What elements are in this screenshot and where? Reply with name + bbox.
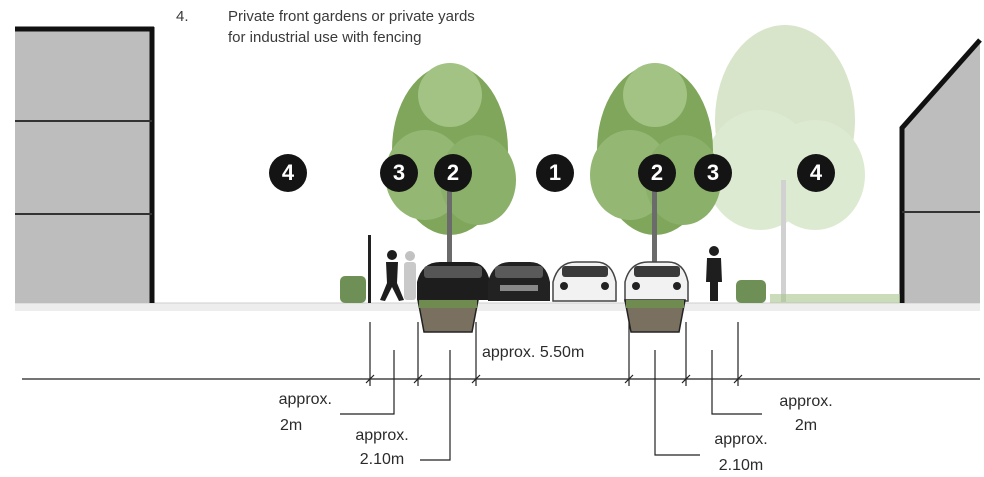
left-tree-label-2: 2.10m	[359, 451, 405, 468]
zone-badge-3-left: 3	[380, 154, 418, 192]
right-shrubs	[770, 294, 900, 303]
left-street-tree	[385, 63, 516, 295]
zone-badge-3-right: 3	[694, 154, 732, 192]
legend-number: 4.	[176, 8, 189, 25]
right-sidewalk-label-1: approx.	[779, 393, 833, 410]
right-street-tree	[590, 63, 721, 295]
legend-line-2: for industrial use with fencing	[228, 29, 422, 46]
pedestrian-ghost	[404, 251, 416, 300]
zone-badge-4-right: 4	[797, 154, 835, 192]
left-sidewalk-label-1: approx.	[278, 391, 332, 408]
pedestrian-standing	[706, 246, 722, 301]
car-white-middle	[552, 261, 617, 302]
dimension-leaders	[340, 350, 762, 461]
ground-strip	[15, 303, 980, 311]
right-hedge	[736, 280, 766, 303]
zone-badge-1: 1	[536, 154, 574, 192]
pedestrian-walking	[380, 250, 404, 301]
left-tree-label-1: approx.	[355, 427, 409, 444]
zone-badge-4-left: 4	[269, 154, 307, 192]
fence-post	[368, 235, 371, 303]
carriageway-width-label: approx. 5.50m	[482, 344, 585, 361]
dimension-ticks	[365, 322, 743, 386]
right-building	[899, 38, 982, 303]
right-tree-label-2: 2.10m	[718, 457, 764, 474]
zone-badge-2-right: 2	[638, 154, 676, 192]
right-sidewalk-label-2: 2m	[794, 417, 818, 434]
car-dark-left	[417, 262, 490, 300]
left-hedge	[340, 276, 366, 303]
left-tree-planter	[417, 299, 479, 333]
left-building	[15, 26, 155, 303]
right-tree-label-1: approx.	[714, 431, 768, 448]
left-sidewalk-label-2: 2m	[280, 417, 303, 434]
car-white-right	[624, 261, 689, 302]
car-dark-middle	[488, 262, 550, 301]
legend-line-1: Private front gardens or private yards	[228, 8, 475, 25]
right-tree-planter	[624, 299, 686, 333]
zone-badge-2-left: 2	[434, 154, 472, 192]
